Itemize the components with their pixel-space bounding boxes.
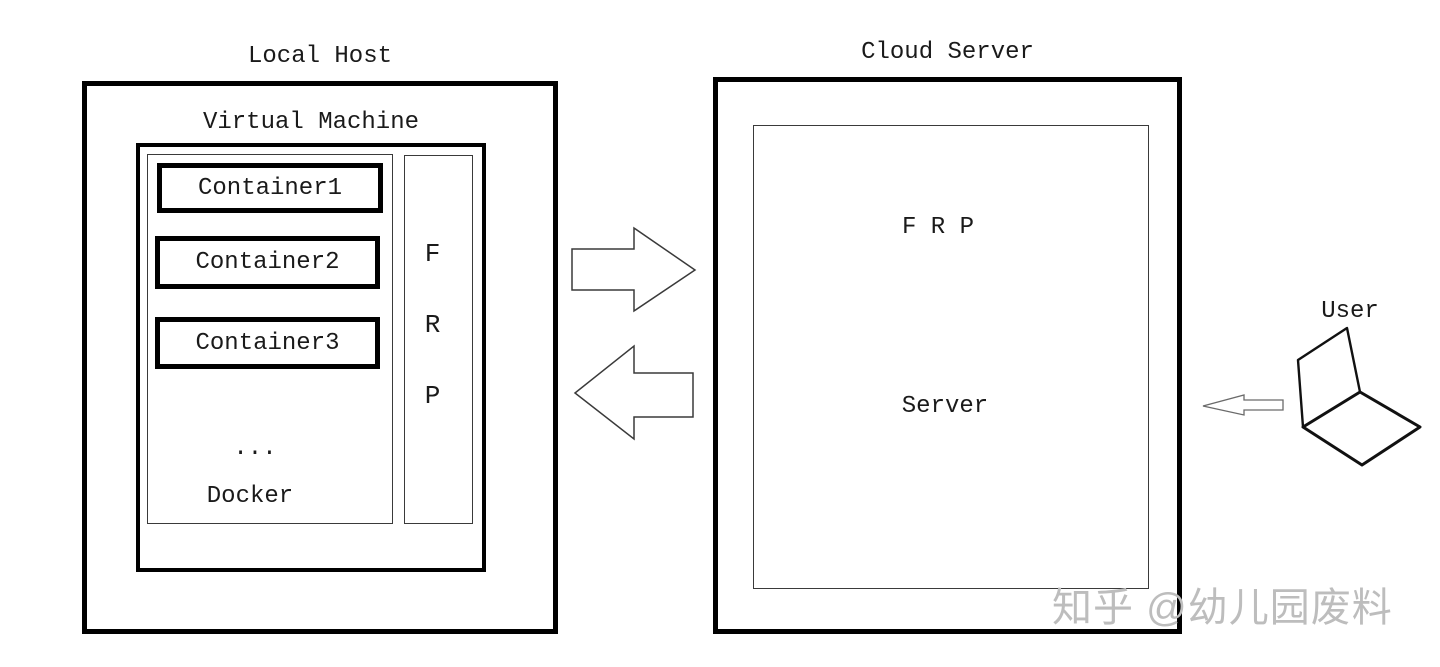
laptop-icon xyxy=(1296,326,1422,467)
local-host-title: Local Host xyxy=(247,43,393,70)
user-request-arrow-icon xyxy=(1202,394,1284,416)
docker-label: Docker xyxy=(206,483,294,510)
virtual-machine-title: Virtual Machine xyxy=(202,109,420,136)
download-arrow-icon xyxy=(573,344,694,441)
cloud-server-title: Cloud Server xyxy=(861,39,1034,66)
frp-server-label: F R P xyxy=(901,214,974,241)
frp-client-box xyxy=(404,155,473,524)
local-host-box xyxy=(82,81,558,634)
containers-ellipsis: ... xyxy=(233,435,277,462)
container-3-label: Container3 xyxy=(195,329,340,357)
user-label: User xyxy=(1321,298,1379,325)
frp-client-letter-f: F xyxy=(424,239,441,269)
cloud-server-box xyxy=(713,77,1182,634)
server-label: Server xyxy=(901,393,989,420)
frp-client-letter-r: R xyxy=(424,310,441,340)
watermark: 知乎 @幼儿园废料 xyxy=(1052,586,1393,630)
container-2-label: Container2 xyxy=(195,249,340,276)
container-box-1: Container1 xyxy=(157,163,383,213)
frp-server-box xyxy=(753,125,1149,589)
container-box-3: Container3 xyxy=(155,317,380,369)
frp-client-letter-p: P xyxy=(424,381,441,411)
upload-arrow-icon xyxy=(571,226,697,313)
virtual-machine-box xyxy=(136,143,486,572)
laptop-base xyxy=(1301,390,1422,467)
container-1-label: Container1 xyxy=(197,174,343,202)
container-box-2: Container2 xyxy=(155,236,380,289)
docker-box xyxy=(147,154,393,524)
